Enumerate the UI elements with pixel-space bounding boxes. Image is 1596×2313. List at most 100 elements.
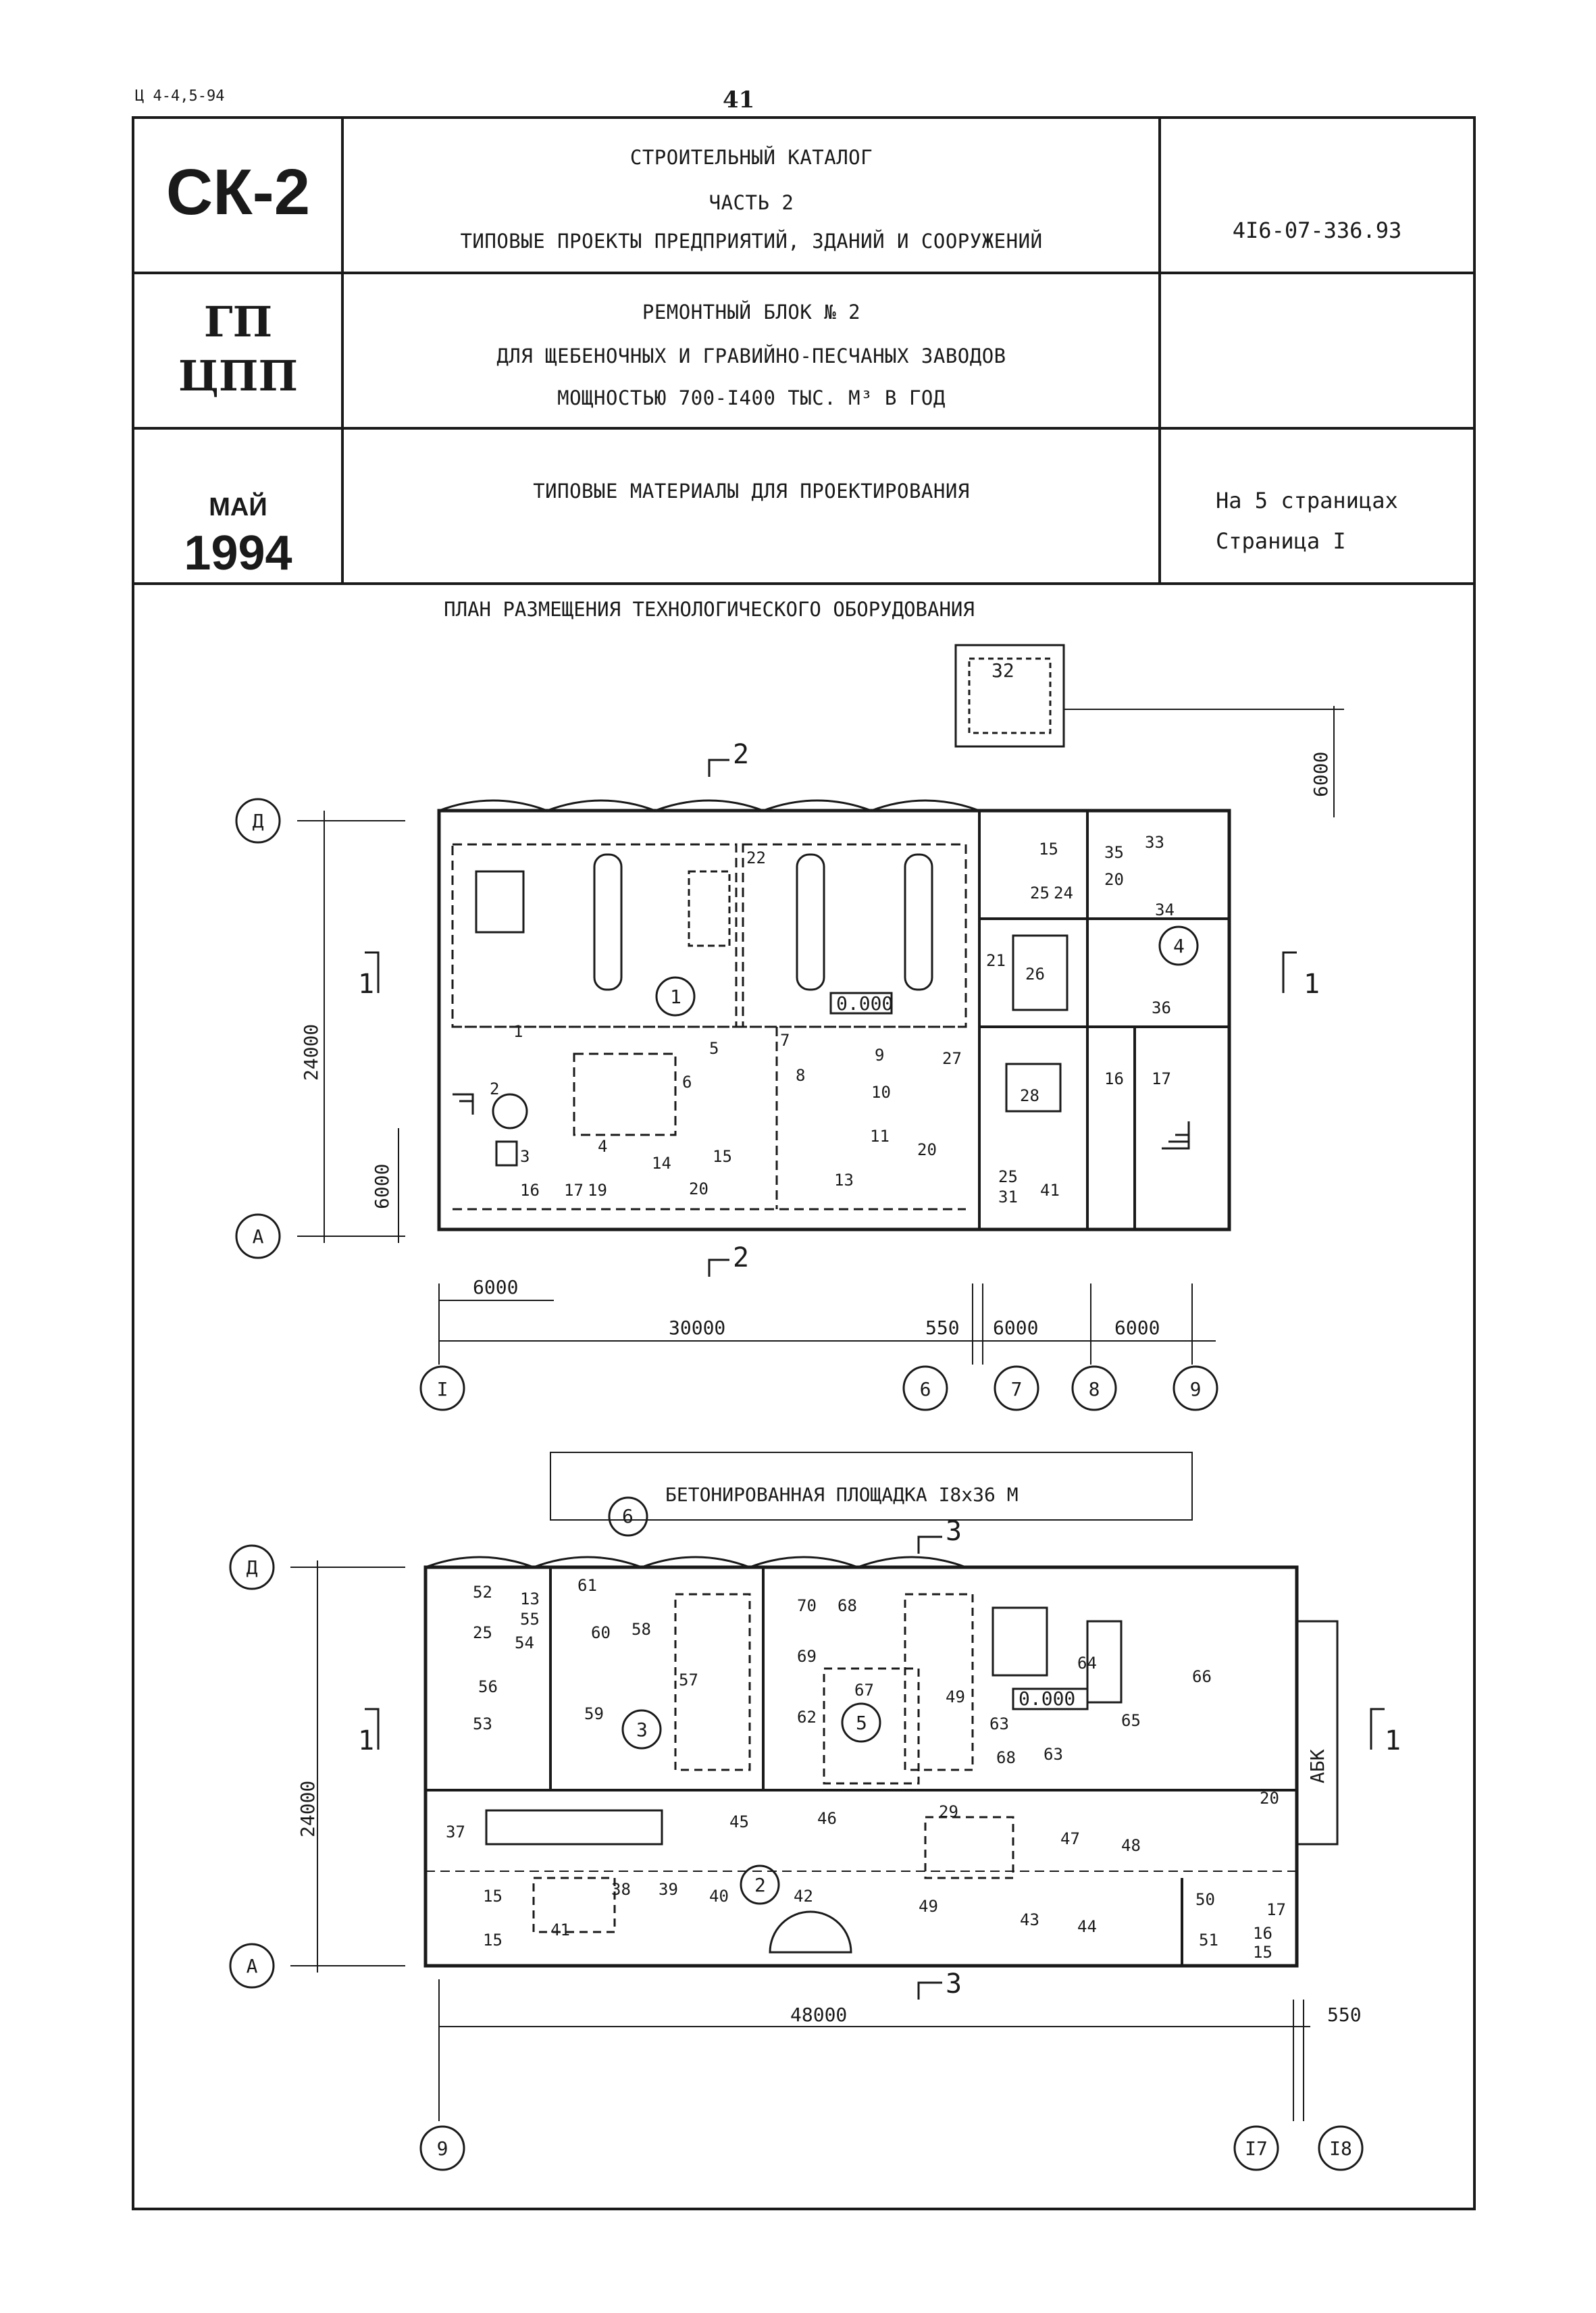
plan1-axis-6-bubble (902, 1365, 948, 1411)
plan1-zone-4-marker (1158, 925, 1199, 966)
plan2-tag: 59 (584, 1704, 604, 1723)
plan1-tag: 1 (513, 1022, 523, 1041)
plan2-zone-5-text: 5 (856, 1712, 867, 1734)
plan2-axis-9-bubble (419, 2125, 465, 2171)
plan2-tag: 39 (659, 1880, 678, 1899)
plan1-equipment-32-label: 32 (992, 659, 1014, 682)
plan2-section-bottom-text: 3 (946, 1968, 962, 2000)
plan1-equipment-dashed-1 (688, 870, 731, 947)
plan2-zone-3-marker (621, 1709, 662, 1750)
plan2-tag: 44 (1077, 1917, 1097, 1936)
plan1-tag: 21 (986, 951, 1006, 970)
plan2-tag: 46 (817, 1809, 837, 1828)
plan2-tag: 48 (1121, 1836, 1141, 1855)
plan1-machine-3 (904, 853, 933, 991)
plan2-zone-6-marker (608, 1496, 648, 1537)
plan1-stair-left (453, 1093, 474, 1115)
plan1-machine-1 (593, 853, 623, 991)
plan2-equipment-64 (992, 1606, 1048, 1677)
plan2-bay-3 (674, 1593, 751, 1771)
plan2-tag: 42 (794, 1887, 813, 1906)
plan1-dim-top-right-text: 6000 (1310, 752, 1332, 797)
plan1-axis-8-text: 8 (1089, 1378, 1100, 1400)
plan1-axis-7-bubble (994, 1365, 1039, 1411)
plan1-dim-height-text: 24000 (300, 1024, 322, 1081)
plan2-axis-18-text: I8 (1329, 2137, 1352, 2160)
plan2-tag: 61 (577, 1576, 597, 1595)
plan2-section-top-text: 3 (946, 1516, 962, 1547)
plan1-tag: 3 (520, 1147, 530, 1166)
plan2-tag: 38 (611, 1880, 631, 1899)
plan1-equipment-32-box (954, 644, 1065, 748)
plan1-tag: 27 (942, 1049, 962, 1068)
title-block-column-1 (341, 116, 344, 584)
plan2-axis-A-bubble (229, 1943, 275, 1989)
plan2-tag: 68 (996, 1748, 1016, 1767)
plan2-section-mark-right (1370, 1708, 1385, 1750)
plan1-dim-bottom-left-text: 6000 (473, 1276, 518, 1298)
plan1-axis-I-text: I (437, 1378, 448, 1400)
plan2-tag: 66 (1192, 1667, 1212, 1686)
plan2-section-right-text: 1 (1385, 1725, 1401, 1756)
document-code-top: Ц 4-4,5-94 (135, 88, 225, 105)
plan1-tag: 20 (689, 1179, 709, 1198)
plan1-machine-2 (796, 853, 825, 991)
plan1-tag: 4 (598, 1137, 607, 1156)
plan1-zone-1-text: 1 (670, 986, 681, 1008)
plan1-axis-8-bubble (1071, 1365, 1117, 1411)
plan2-tag: 55 (520, 1610, 540, 1629)
plan1-equipment-2 (492, 1093, 528, 1129)
plan1-axis-9-bubble (1173, 1365, 1218, 1411)
object-title: РЕМОНТНЫЙ БЛОК № 2 (642, 301, 861, 324)
plan2-section-left-text: 1 (358, 1725, 374, 1756)
plan1-tag: 13 (834, 1171, 854, 1190)
plan2-tag: 43 (1020, 1910, 1039, 1929)
plan2-zone-3-text: 3 (636, 1719, 648, 1741)
plan1-equipment-27 (1005, 1063, 1062, 1113)
plan2-tag: 69 (797, 1647, 817, 1666)
plan2-tag: 15 (483, 1931, 503, 1950)
plan1-tag: 7 (780, 1031, 790, 1050)
plan2-tag: 63 (1044, 1745, 1063, 1764)
object-capacity: МОЩНОСТЬЮ 700-I400 ТЫС. М³ В ГОД (557, 386, 946, 409)
plan1-axis-D-bubble (235, 798, 281, 844)
plan1-tag: 11 (870, 1127, 890, 1146)
series-code: СК-2 (165, 156, 311, 228)
pages-total: На 5 страницах (1216, 488, 1398, 513)
plan2-level-box (1012, 1687, 1089, 1710)
title-block-divider-3 (132, 582, 1476, 585)
title-block-divider-2 (132, 427, 1476, 430)
plan1-bay-a (451, 843, 738, 1028)
plan1-tag: 25 (998, 1167, 1018, 1186)
plan1-tag: 34 (1155, 900, 1175, 919)
plan2-zone-5-marker (841, 1702, 881, 1743)
plan2-tag: 58 (632, 1620, 651, 1639)
plan2-tag: 16 (1253, 1924, 1272, 1943)
plan2-tag: 13 (520, 1590, 540, 1608)
plan1-equipment-26 (1012, 934, 1069, 1011)
plan2-tag: 53 (473, 1714, 492, 1733)
plan1-tag: 22 (746, 848, 766, 867)
plan2-tag: 49 (946, 1687, 965, 1706)
plan1-zone-4-text: 4 (1173, 935, 1185, 957)
plan2-abk-annex (1295, 1620, 1339, 1846)
plan1-tag: 35 (1104, 843, 1124, 862)
plan1-axis-7-text: 7 (1011, 1378, 1023, 1400)
plan1-tag: 15 (713, 1147, 732, 1166)
title-block-column-2 (1158, 116, 1161, 584)
plan1-tag: 9 (875, 1046, 884, 1065)
plan2-tag: 41 (550, 1921, 570, 1939)
page-frame (132, 116, 1476, 2210)
plan1-tag: 19 (588, 1181, 607, 1200)
plan2-tag: 68 (838, 1596, 857, 1615)
plan1-level-box (829, 992, 893, 1015)
plan1-tag: 10 (871, 1083, 891, 1102)
plan1-axis-A-bubble (235, 1213, 281, 1259)
plan1-tag: 2 (490, 1079, 499, 1098)
plan2-equipment-42 (769, 1910, 852, 1954)
object-purpose: ДЛЯ ЩЕБЕНОЧНЫХ И ГРАВИЙНО-ПЕСЧАНЫХ ЗАВОД… (496, 345, 1006, 367)
plan1-section-bottom-text: 2 (733, 1242, 749, 1273)
plan1-tag: 17 (564, 1181, 584, 1200)
plan1-outer-walls (437, 809, 1231, 1231)
